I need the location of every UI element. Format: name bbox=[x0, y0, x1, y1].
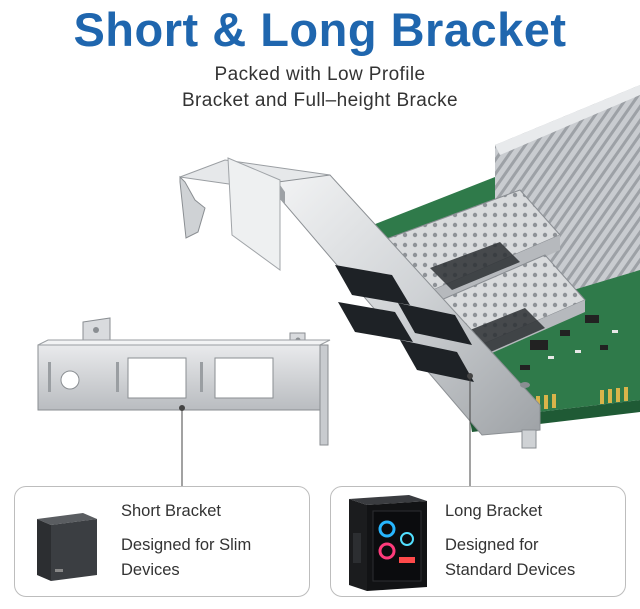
mini-pc-case-icon bbox=[29, 505, 101, 588]
long-bracket-line-1: Designed for bbox=[445, 536, 539, 554]
long-bracket-callout: Long Bracket Designed for Standard Devic… bbox=[330, 486, 626, 597]
long-bracket-line-2: Standard Devices bbox=[445, 561, 576, 579]
tower-pc-case-icon bbox=[339, 493, 437, 598]
short-bracket bbox=[37, 317, 331, 446]
page-title: Short & Long Bracket bbox=[73, 3, 567, 56]
short-connector-dot bbox=[179, 405, 185, 411]
page-subtitle: Packed with Low Profile Bracket and Full… bbox=[0, 62, 640, 114]
subtitle-line-2: Bracket and Full–height Bracke bbox=[181, 90, 459, 111]
long-bracket-title: Long Bracket bbox=[445, 502, 543, 520]
short-bracket-title: Short Bracket bbox=[121, 502, 221, 520]
subtitle-line-1: Packed with Low Profile bbox=[214, 64, 426, 85]
short-bracket-line-1: Designed for Slim bbox=[121, 536, 252, 554]
short-bracket-line-2: Devices bbox=[121, 561, 180, 579]
short-bracket-callout: Short Bracket Designed for Slim Devices bbox=[14, 486, 310, 597]
long-bracket bbox=[179, 157, 541, 449]
long-connector-dot bbox=[467, 373, 473, 379]
